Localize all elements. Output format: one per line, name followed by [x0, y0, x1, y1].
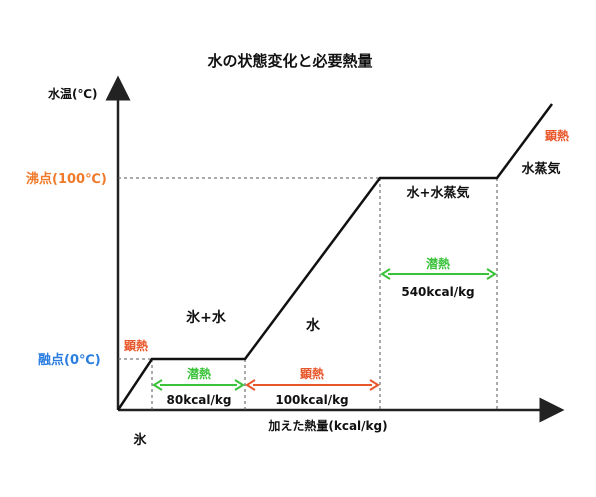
boil-heat-value: 540kcal/kg: [401, 285, 474, 299]
latent-heat-melt-arrow: [152, 379, 245, 391]
y-axis-label: 水温(℃): [48, 86, 98, 101]
diagram-title: 水の状態変化と必要熱量: [207, 52, 372, 70]
latent-heat-melt-label: 潜熱: [187, 366, 211, 381]
heating-curve: [116, 103, 554, 411]
latent-heat-boil-arrow: [380, 268, 497, 280]
phase-water-steam-label: 水+水蒸気: [407, 185, 470, 201]
water-heat-value: 100kcal/kg: [275, 393, 348, 407]
sensible-heat-water-label: 顕熱: [300, 366, 324, 381]
sensible-heat-ice-label: 顕熱: [124, 338, 148, 353]
phase-ice-water-label: 氷+水: [186, 309, 227, 326]
melt-heat-value: 80kcal/kg: [167, 393, 232, 407]
boiling-point-label: 沸点(100℃): [26, 171, 107, 187]
sensible-heat-steam-label: 顕熱: [545, 128, 569, 143]
x-axis-label: 加えた熱量(kcal/kg): [267, 418, 387, 433]
phase-steam-label: 水蒸気: [521, 161, 560, 177]
sensible-heat-water-arrow: [245, 379, 380, 391]
melting-point-label: 融点(0℃): [38, 352, 101, 368]
phase-water-label: 水: [306, 317, 321, 334]
phase-ice-label: 氷: [133, 432, 147, 448]
latent-heat-boil-label: 潜熱: [426, 256, 450, 271]
